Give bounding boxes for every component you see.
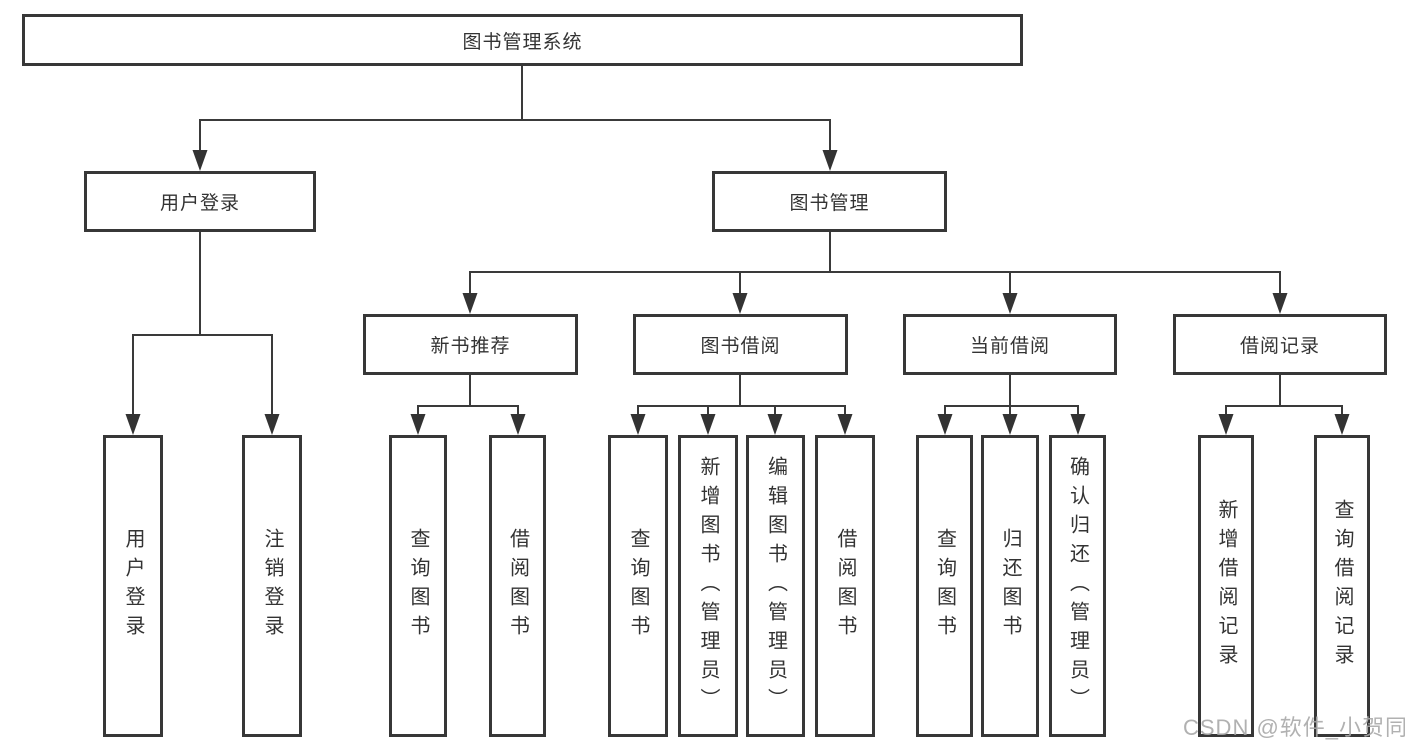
node-label: 新增借阅记录 [1215, 499, 1237, 673]
csdn-watermark: CSDN @软件_小贺同学 [1183, 715, 1405, 740]
node-label: 新书推荐 [430, 336, 511, 357]
node-book-borrow: 图书借阅 [633, 314, 848, 375]
node-label: 当前借阅 [969, 336, 1050, 357]
node-new-book-recommend: 新书推荐 [363, 314, 578, 375]
node-label: 图书管理系统 [462, 31, 583, 53]
connector-segments [132, 66, 1343, 430]
leaf-current-query-book: 查询图书 [916, 435, 973, 737]
leaf-user-login: 用户登录 [103, 435, 163, 737]
node-label: 借阅图书 [834, 528, 856, 644]
leaf-logout-login: 注销登录 [242, 435, 302, 737]
node-label: 用户登录 [159, 193, 240, 214]
leaf-borrow-borrow-book: 借阅图书 [815, 435, 875, 737]
leaf-current-return-book: 归还图书 [981, 435, 1039, 737]
node-user-login: 用户登录 [84, 171, 316, 232]
node-borrow-records: 借阅记录 [1173, 314, 1387, 375]
node-label: 借阅记录 [1239, 336, 1320, 357]
arrowheads [125, 150, 1350, 435]
node-label: 图书管理 [789, 193, 870, 214]
node-book-management: 图书管理 [712, 171, 947, 232]
leaf-records-add-record: 新增借阅记录 [1198, 435, 1254, 737]
leaf-newbooks-borrow-book: 借阅图书 [489, 435, 546, 737]
leaf-records-query-record: 查询借阅记录 [1314, 435, 1370, 737]
leaf-borrow-add-book-admin: 新增图书（管理员） [678, 435, 738, 737]
leaf-borrow-query-book: 查询图书 [608, 435, 668, 737]
node-label: 查询图书 [933, 528, 956, 644]
node-label: 查询借阅记录 [1331, 499, 1353, 673]
node-label: 图书借阅 [700, 336, 781, 357]
leaf-current-confirm-return-admin: 确认归还（管理员） [1049, 435, 1106, 737]
node-label: 注销登录 [261, 528, 283, 644]
node-label: 查询图书 [407, 528, 429, 644]
leaf-borrow-edit-book-admin: 编辑图书（管理员） [746, 435, 805, 737]
node-label: 用户登录 [122, 528, 144, 644]
node-label: 编辑图书（管理员） [764, 455, 787, 717]
node-label: 查询图书 [627, 528, 649, 644]
node-library-system: 图书管理系统 [22, 14, 1023, 66]
leaf-newbooks-query-book: 查询图书 [389, 435, 447, 737]
node-label: 借阅图书 [506, 528, 529, 644]
node-label: 确认归还（管理员） [1066, 455, 1089, 717]
node-label: 归还图书 [999, 528, 1021, 644]
node-current-borrow: 当前借阅 [903, 314, 1117, 375]
node-label: 新增图书（管理员） [697, 455, 719, 717]
